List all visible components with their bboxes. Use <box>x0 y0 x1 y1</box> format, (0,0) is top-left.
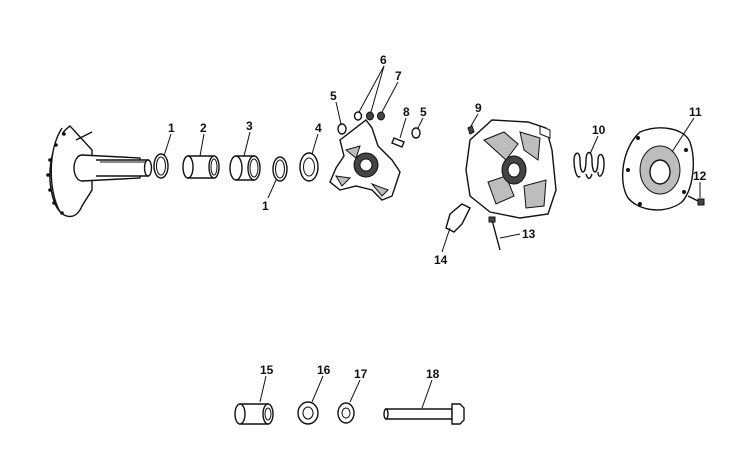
callout-9: 9 <box>475 101 482 115</box>
weight-14 <box>445 203 471 233</box>
callout-17: 17 <box>354 367 368 381</box>
cover-11 <box>621 127 694 211</box>
callout-15: 15 <box>260 363 274 377</box>
callout-labels: 1 2 3 1 4 5 6 7 8 5 9 10 11 12 13 14 15 … <box>168 53 707 381</box>
roller-5a <box>337 123 347 135</box>
callout-7: 7 <box>395 69 402 83</box>
pin-13 <box>488 216 501 251</box>
callout-12: 12 <box>693 169 707 183</box>
sheave-with-shaft <box>46 125 153 218</box>
spider-assembly <box>329 119 401 201</box>
roller-5b <box>411 127 421 139</box>
callout-14: 14 <box>434 253 448 267</box>
bolt-18 <box>383 403 465 425</box>
callout-4: 4 <box>315 121 322 135</box>
screw-9 <box>467 125 475 135</box>
callout-6: 6 <box>380 53 387 67</box>
callout-2: 2 <box>200 121 207 135</box>
pin-8 <box>391 137 405 148</box>
callout-3: 3 <box>246 119 253 133</box>
leader-lines <box>163 65 701 409</box>
callout-18: 18 <box>426 367 440 381</box>
washer-17 <box>337 402 355 424</box>
callout-5-left: 5 <box>330 89 337 103</box>
callout-1-bottom: 1 <box>262 199 269 213</box>
callout-13: 13 <box>522 227 536 241</box>
buttons-6-7 <box>353 111 385 121</box>
callout-10: 10 <box>592 123 606 137</box>
bolt-12 <box>687 195 705 206</box>
callout-1-top: 1 <box>168 121 175 135</box>
callout-16: 16 <box>317 363 331 377</box>
ring-1a <box>153 153 169 179</box>
bushing-2 <box>182 155 220 179</box>
callout-11: 11 <box>689 105 702 119</box>
bushing-15 <box>234 403 274 425</box>
washer-16 <box>297 401 319 425</box>
bushing-3 <box>229 155 261 181</box>
clutch-housing <box>465 119 557 219</box>
callout-5-right: 5 <box>420 105 427 119</box>
ring-1b <box>272 156 288 182</box>
callout-8: 8 <box>403 105 410 119</box>
spring-10 <box>573 151 605 180</box>
washer-4 <box>299 152 319 182</box>
